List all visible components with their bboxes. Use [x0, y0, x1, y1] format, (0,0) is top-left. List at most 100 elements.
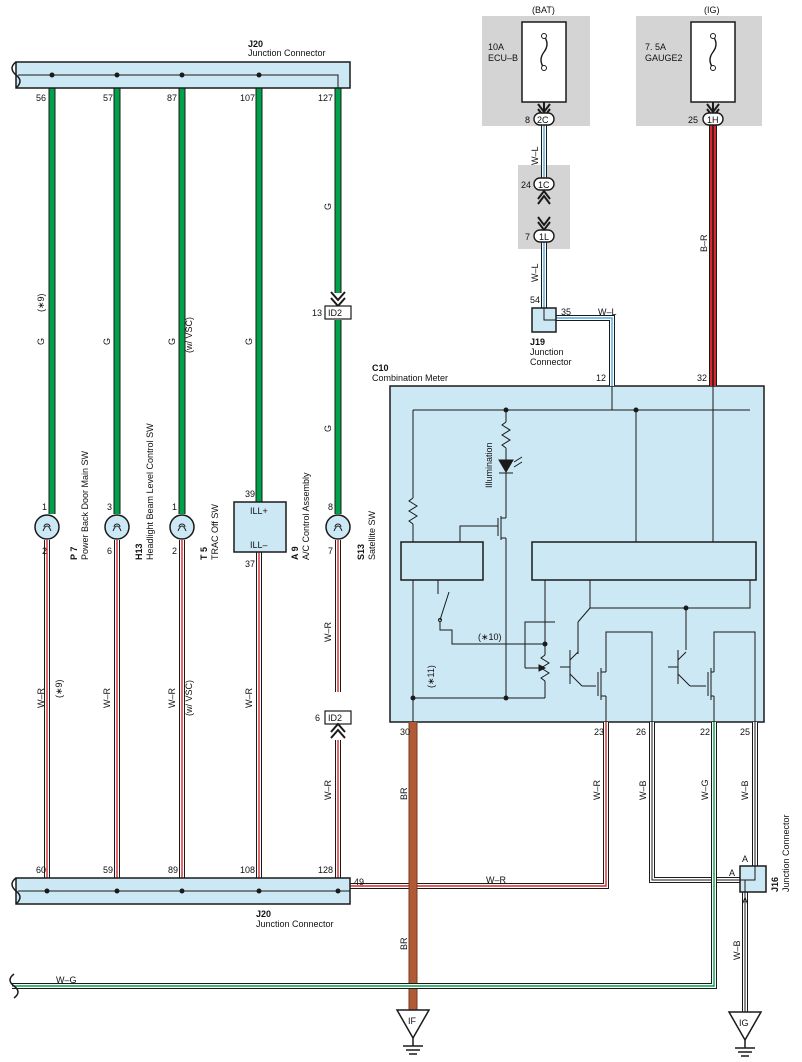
svg-text:P 7: P 7	[69, 547, 79, 560]
note-10: (∗10)	[478, 632, 502, 642]
pin-label: 37	[245, 559, 255, 569]
inline-24-pin: 24	[521, 180, 531, 190]
bat-conn: 2C	[537, 115, 549, 125]
pin-label: 1	[172, 502, 177, 512]
j16-name: Junction Connector	[781, 814, 791, 892]
note-11: (∗11)	[426, 665, 436, 688]
green-wires	[48, 88, 342, 514]
switch-lamp-icons	[34, 514, 351, 540]
bat-supply-label: (BAT)	[532, 5, 555, 15]
svg-text:TRAC Off SW: TRAC Off SW	[210, 504, 220, 560]
wire-break-icon	[9, 973, 19, 999]
j16-id: J16	[770, 877, 780, 892]
svg-text:W–G: W–G	[700, 779, 710, 800]
ground-if-label: IF	[408, 1016, 417, 1026]
svg-text:G: G	[323, 203, 333, 210]
pin-label: 127	[318, 93, 333, 103]
switch-lamp-glyphs	[42, 523, 343, 532]
inline-connector-symbol	[533, 177, 555, 243]
id2-bottom-connector	[324, 710, 352, 739]
svg-text:G: G	[244, 338, 254, 345]
svg-text:S13: S13	[356, 544, 366, 560]
ground-ig-label: IG	[739, 1018, 749, 1028]
svg-text:W–R: W–R	[102, 688, 112, 709]
svg-text:W–L: W–L	[530, 146, 540, 165]
c10-pin-32: 32	[697, 373, 707, 383]
pin-label: 2	[172, 546, 177, 556]
svg-text:A 9: A 9	[290, 546, 300, 560]
svg-text:(w/ VSC): (w/ VSC)	[184, 680, 194, 716]
svg-text:W–B: W–B	[732, 940, 742, 960]
c10-pin: 26	[636, 727, 646, 737]
j19-pin-54: 54	[530, 295, 540, 305]
id2-top-pin: 13	[312, 308, 322, 318]
svg-text:G: G	[36, 338, 46, 345]
pin-label: 89	[168, 865, 178, 875]
c10-pin-12: 12	[596, 373, 606, 383]
svg-text:G: G	[102, 338, 112, 345]
id2-top-connector	[324, 291, 352, 320]
j16-junction-box	[739, 865, 767, 893]
ill-plus-label: ILL+	[250, 506, 268, 516]
svg-text:W–B: W–B	[638, 780, 648, 800]
white-green-wire	[12, 722, 717, 989]
svg-text:W–R: W–R	[592, 780, 602, 801]
pin-label: 107	[240, 93, 255, 103]
pin-label: 108	[240, 865, 255, 875]
j19-pin-35: 35	[561, 307, 571, 317]
ig-fuse-symbol	[690, 21, 736, 126]
ig-fuse-rating: 7. 5A	[645, 42, 666, 52]
pin-label: 39	[245, 489, 255, 499]
svg-text:Satellite SW: Satellite SW	[367, 510, 377, 560]
a9-control-box	[233, 501, 287, 553]
inline-7-pin: 7	[525, 232, 530, 242]
svg-text:(w/ VSC): (w/ VSC)	[184, 317, 194, 353]
ground-if-icon	[395, 1009, 431, 1055]
white-red-wires	[44, 540, 609, 889]
ig-fuse-name: GAUGE2	[645, 53, 683, 63]
svg-text:A/C Control Assembly: A/C Control Assembly	[301, 472, 311, 560]
pin-label: 57	[103, 93, 113, 103]
ig-conn: 1H	[707, 115, 719, 125]
svg-text:T 5: T 5	[199, 547, 209, 560]
switch-names: P 7 Power Back Door Main SW H13 Headligh…	[69, 423, 377, 560]
j19-name-1: Junction	[530, 347, 564, 357]
wr-horizontal-label: W–R	[486, 875, 507, 885]
pin-label: 128	[318, 865, 333, 875]
svg-text:W–B: W–B	[740, 780, 750, 800]
ig-pin: 25	[688, 115, 698, 125]
svg-text:BR: BR	[399, 937, 409, 950]
j20-top-id: J20	[248, 39, 263, 49]
white-black-wires	[649, 722, 758, 1012]
pin-label: 7	[328, 546, 333, 556]
ig-supply-label: (IG)	[704, 5, 720, 15]
pin-label: 1	[42, 502, 47, 512]
c10-pin: 25	[740, 727, 750, 737]
svg-text:BR: BR	[399, 787, 409, 800]
svg-text:(∗9): (∗9)	[54, 679, 64, 698]
c10-pin: 23	[594, 727, 604, 737]
svg-text:(∗9): (∗9)	[36, 293, 46, 312]
pin-label: 8	[328, 502, 333, 512]
meter-internal-circuit	[400, 386, 757, 722]
svg-text:W–R: W–R	[36, 688, 46, 709]
ground-ig-icon	[727, 1011, 763, 1057]
j16-pin-a-bottom: A	[742, 896, 748, 906]
svg-text:G: G	[167, 338, 177, 345]
svg-text:Power Back Door Main SW: Power Back Door Main SW	[80, 450, 90, 560]
c10-id: C10	[372, 363, 389, 373]
c10-pin: 30	[400, 727, 410, 737]
pin-label: 3	[107, 502, 112, 512]
wg-horizontal-label: W–G	[56, 975, 77, 985]
svg-text:G: G	[323, 425, 333, 432]
j19-name-2: Connector	[530, 357, 572, 367]
pin-label: 49	[354, 877, 364, 887]
pin-label: 59	[103, 865, 113, 875]
c10-name: Combination Meter	[372, 373, 448, 383]
wl-horizontal-label: W–L	[598, 307, 617, 317]
j20-bottom-bar	[11, 877, 351, 905]
c10-pin: 22	[700, 727, 710, 737]
pin-label: 56	[36, 93, 46, 103]
j16-pin-a-top: A	[742, 854, 748, 864]
